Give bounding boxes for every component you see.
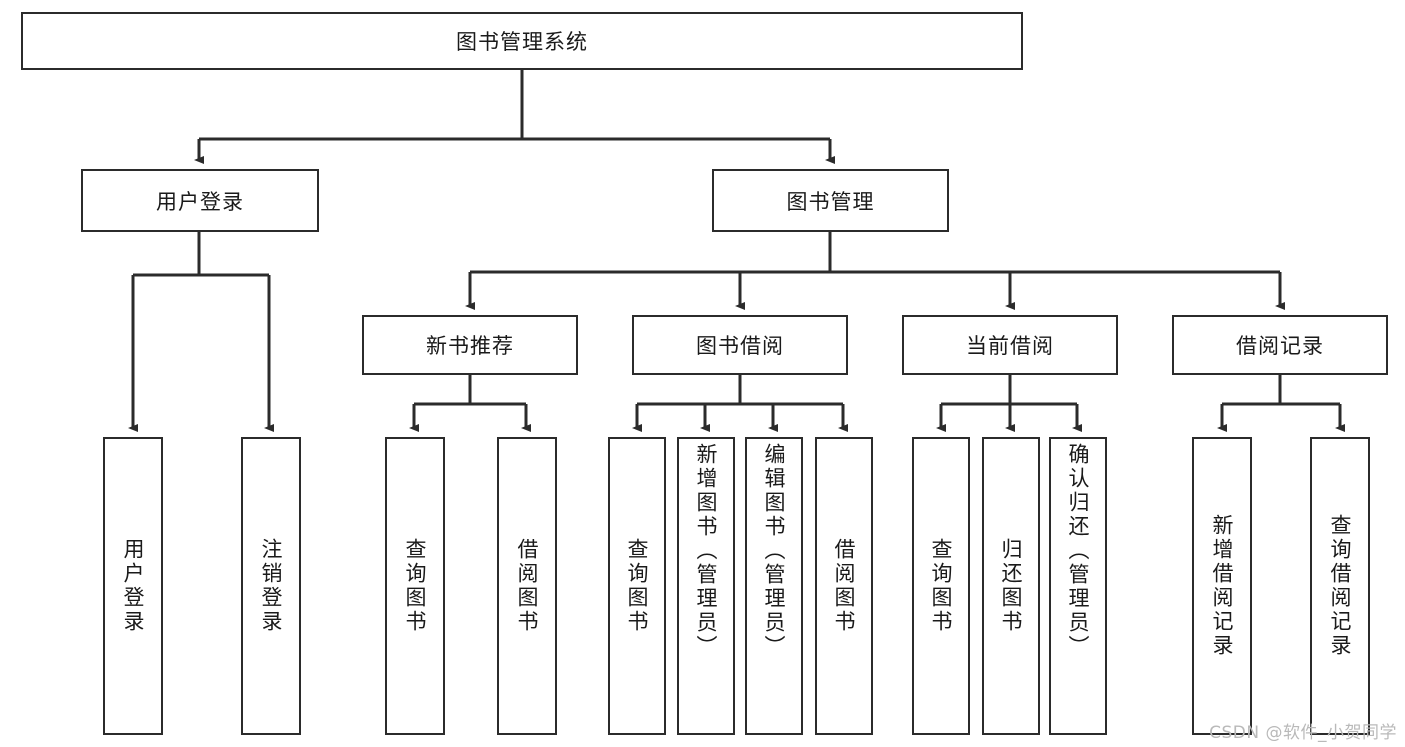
node-label: 图书管理系统 bbox=[456, 30, 588, 54]
node-label: 新增图书（管理员） bbox=[694, 443, 719, 659]
node-label: 新增借阅记录 bbox=[1210, 514, 1235, 658]
node-label: 确认归还（管理员） bbox=[1066, 443, 1091, 659]
node-label: 编辑图书（管理员） bbox=[762, 443, 787, 659]
node-book-borrow[interactable]: 图书借阅 bbox=[632, 315, 848, 375]
node-label: 查询图书 bbox=[929, 538, 954, 634]
node-label: 当前借阅 bbox=[966, 334, 1054, 358]
node-label: 注销登录 bbox=[259, 538, 284, 634]
node-leaf-query-borrow-record[interactable]: 查询借阅记录 bbox=[1310, 437, 1370, 735]
node-leaf-confirm-return-admin[interactable]: 确认归还（管理员） bbox=[1049, 437, 1107, 735]
watermark-text: CSDN @软件_小贺同学 bbox=[1209, 723, 1397, 743]
node-leaf-add-book-admin[interactable]: 新增图书（管理员） bbox=[677, 437, 735, 735]
node-label: 借阅记录 bbox=[1236, 334, 1324, 358]
node-label: 新书推荐 bbox=[426, 334, 514, 358]
node-label: 查询借阅记录 bbox=[1328, 514, 1353, 658]
node-leaf-query-book-recommend[interactable]: 查询图书 bbox=[385, 437, 445, 735]
node-label: 查询图书 bbox=[403, 538, 428, 634]
node-label: 图书借阅 bbox=[696, 334, 784, 358]
node-current-borrow[interactable]: 当前借阅 bbox=[902, 315, 1118, 375]
node-leaf-return-book[interactable]: 归还图书 bbox=[982, 437, 1040, 735]
node-leaf-query-book-current[interactable]: 查询图书 bbox=[912, 437, 970, 735]
node-label: 图书管理 bbox=[786, 189, 875, 214]
node-label: 归还图书 bbox=[999, 538, 1024, 634]
node-label: 借阅图书 bbox=[832, 538, 857, 634]
node-leaf-borrow-book-recommend[interactable]: 借阅图书 bbox=[497, 437, 557, 735]
node-leaf-add-borrow-record[interactable]: 新增借阅记录 bbox=[1192, 437, 1252, 735]
node-label: 查询图书 bbox=[625, 538, 650, 634]
node-label: 借阅图书 bbox=[515, 538, 540, 634]
node-root-system[interactable]: 图书管理系统 bbox=[21, 12, 1023, 70]
node-borrow-record[interactable]: 借阅记录 bbox=[1172, 315, 1388, 375]
node-label: 用户登录 bbox=[156, 189, 244, 214]
node-leaf-borrow-book[interactable]: 借阅图书 bbox=[815, 437, 873, 735]
node-label: 用户登录 bbox=[121, 538, 146, 634]
node-user-login[interactable]: 用户登录 bbox=[81, 169, 319, 232]
node-book-management[interactable]: 图书管理 bbox=[712, 169, 949, 232]
node-leaf-logout[interactable]: 注销登录 bbox=[241, 437, 301, 735]
node-leaf-user-login[interactable]: 用户登录 bbox=[103, 437, 163, 735]
node-leaf-edit-book-admin[interactable]: 编辑图书（管理员） bbox=[745, 437, 803, 735]
node-new-book-recommend[interactable]: 新书推荐 bbox=[362, 315, 578, 375]
node-leaf-query-book-borrow[interactable]: 查询图书 bbox=[608, 437, 666, 735]
